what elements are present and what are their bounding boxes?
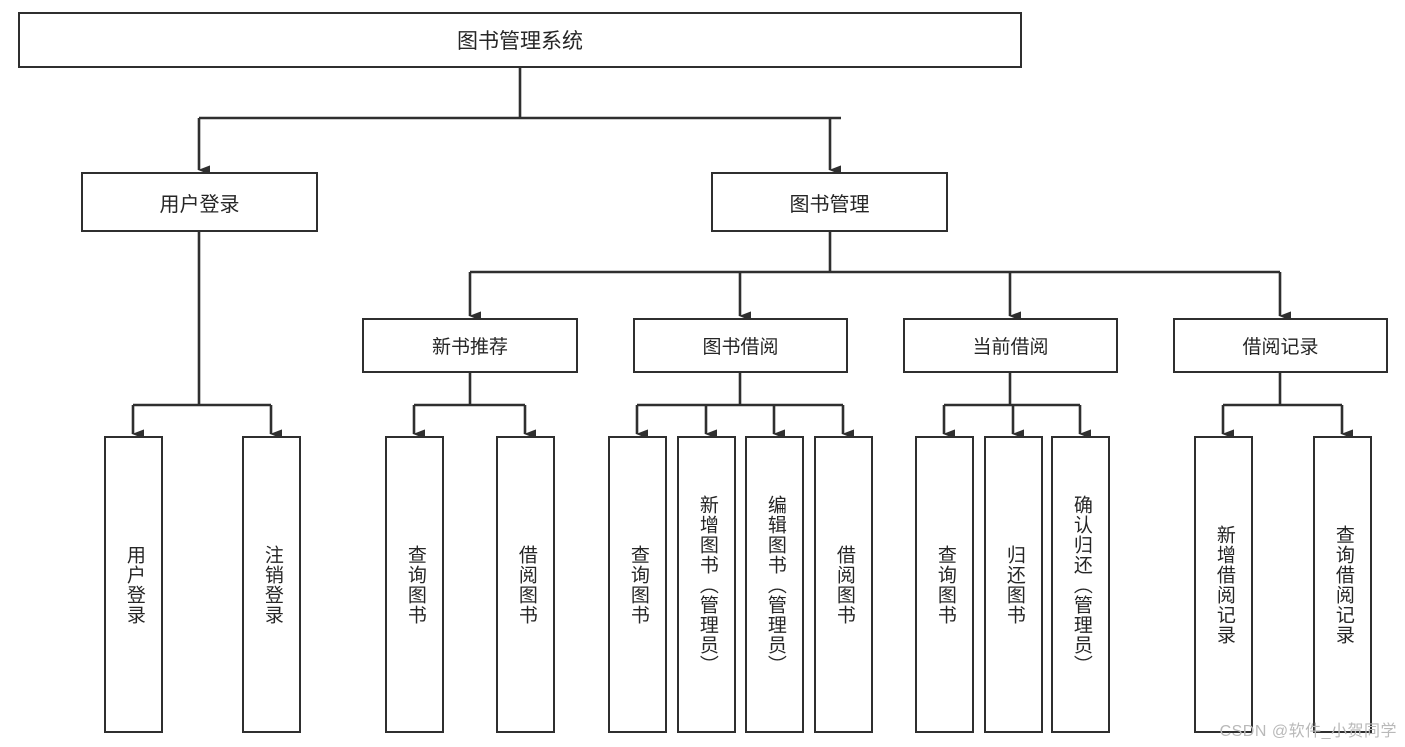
leaf-query-book-recommend[interactable]: 查询图书 [385, 436, 444, 733]
leaf-label: 查询图书 [627, 544, 649, 625]
node-book-borrow[interactable]: 图书借阅 [633, 318, 848, 373]
leaf-query-book-current[interactable]: 查询图书 [915, 436, 974, 733]
leaf-label: 注销登录 [261, 544, 283, 625]
leaf-query-book[interactable]: 查询图书 [608, 436, 667, 733]
leaf-query-borrow-record[interactable]: 查询借阅记录 [1313, 436, 1372, 733]
leaf-return-book[interactable]: 归还图书 [984, 436, 1043, 733]
leaf-label: 查询图书 [934, 544, 956, 625]
node-book-management[interactable]: 图书管理 [711, 172, 948, 232]
leaf-label: 新增图书（管理员） [696, 494, 718, 675]
node-root-book-management-system[interactable]: 图书管理系统 [18, 12, 1022, 68]
leaf-add-book-admin[interactable]: 新增图书（管理员） [677, 436, 736, 733]
leaf-edit-book-admin[interactable]: 编辑图书（管理员） [745, 436, 804, 733]
leaf-label: 查询图书 [404, 544, 426, 625]
leaf-label: 归还图书 [1003, 544, 1025, 625]
leaf-label: 借阅图书 [833, 544, 855, 625]
leaf-borrow-book-recommend[interactable]: 借阅图书 [496, 436, 555, 733]
node-current-borrow[interactable]: 当前借阅 [903, 318, 1118, 373]
leaf-label: 编辑图书（管理员） [764, 494, 786, 675]
leaf-borrow-book[interactable]: 借阅图书 [814, 436, 873, 733]
node-borrow-record[interactable]: 借阅记录 [1173, 318, 1388, 373]
leaf-label: 查询借阅记录 [1332, 524, 1354, 645]
leaf-add-borrow-record[interactable]: 新增借阅记录 [1194, 436, 1253, 733]
leaf-confirm-return-admin[interactable]: 确认归还（管理员） [1051, 436, 1110, 733]
leaf-label: 用户登录 [123, 544, 145, 625]
node-new-book-recommend[interactable]: 新书推荐 [362, 318, 578, 373]
leaf-label: 新增借阅记录 [1213, 524, 1235, 645]
leaf-label: 借阅图书 [515, 544, 537, 625]
leaf-logout[interactable]: 注销登录 [242, 436, 301, 733]
leaf-user-login[interactable]: 用户登录 [104, 436, 163, 733]
leaf-label: 确认归还（管理员） [1070, 494, 1092, 675]
node-user-login[interactable]: 用户登录 [81, 172, 318, 232]
